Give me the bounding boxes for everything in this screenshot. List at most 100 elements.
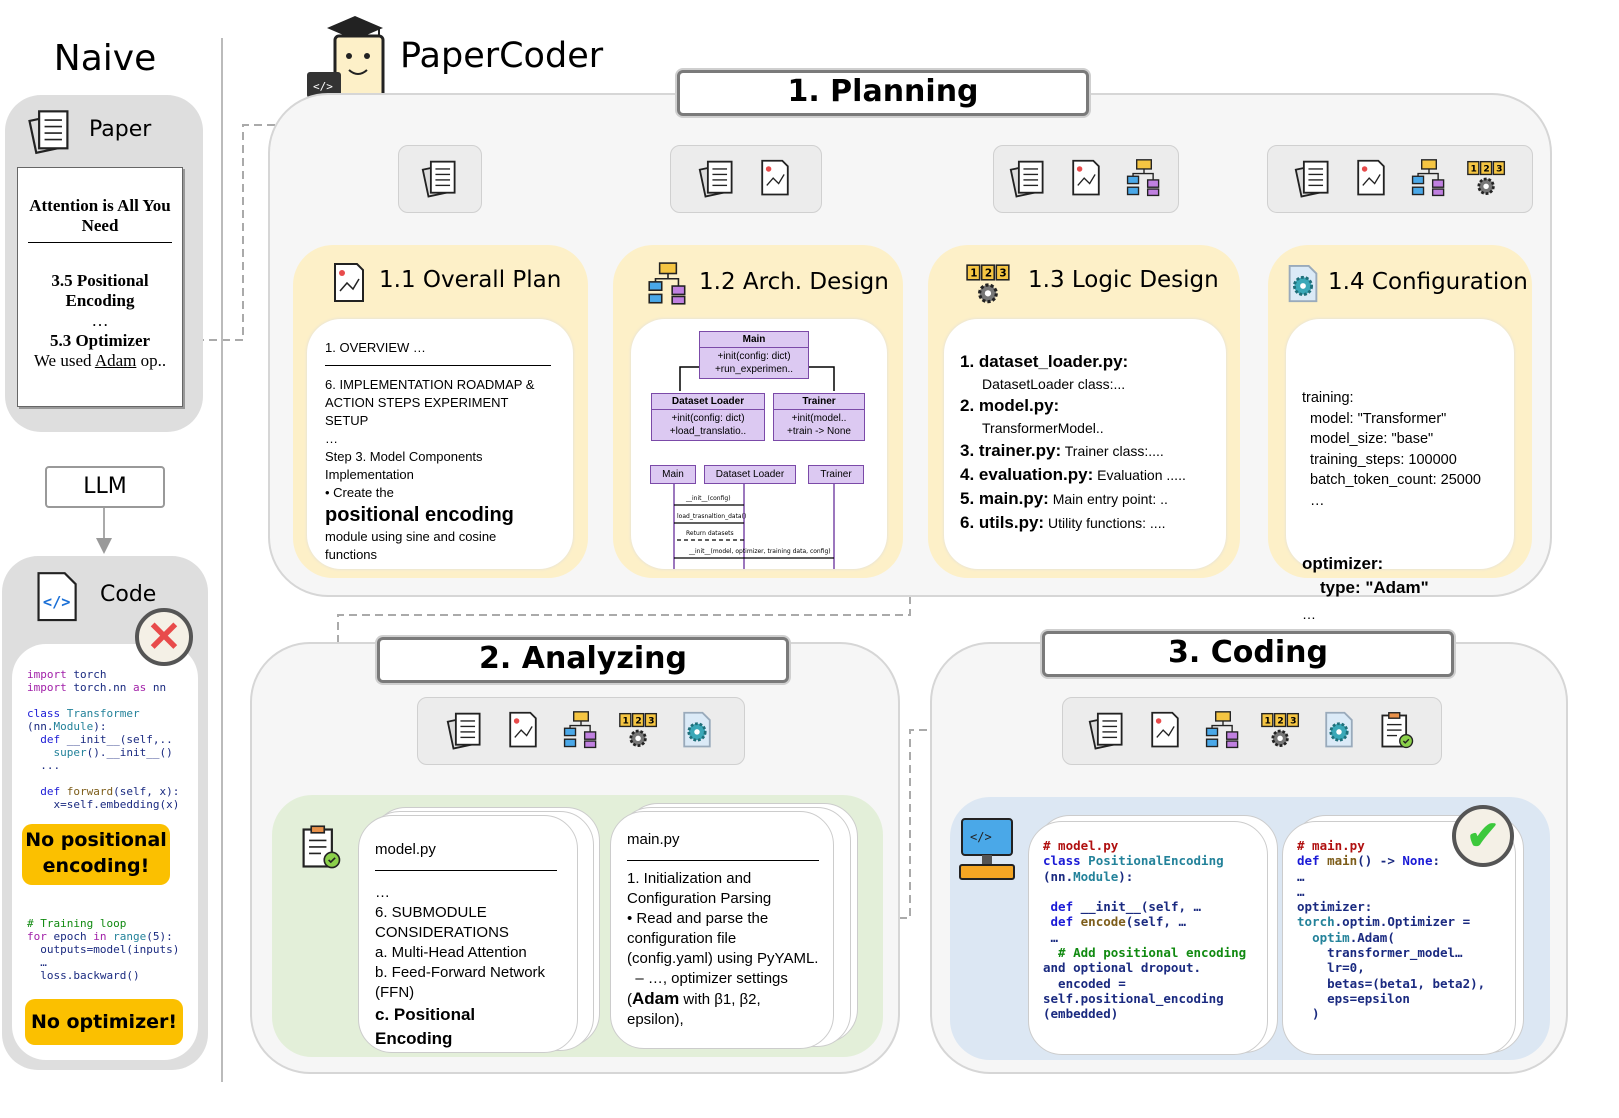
- config-optimizer-key: optimizer:: [1302, 554, 1384, 573]
- plan-line: • Create the: [325, 485, 394, 500]
- logic-file: trainer.py:: [978, 441, 1062, 460]
- svg-text:1: 1: [1265, 717, 1271, 727]
- logic-num: 6.: [960, 513, 975, 532]
- llm-box: LLM: [45, 466, 165, 508]
- paper-section: 5.3 Optimizer: [49, 331, 151, 350]
- logic-num: 5.: [960, 489, 975, 508]
- input-icons-1-2: [670, 145, 822, 213]
- svg-text:1: 1: [623, 717, 629, 727]
- code-line: optim.Adam(: [1312, 929, 1395, 945]
- class-method: +init(model..: [791, 413, 847, 424]
- uml-arrows: __init__(config)load_trasnaltion_data()R…: [673, 366, 835, 569]
- code-line: super().__init__(): [53, 746, 173, 759]
- computer-coding-icon: </>: [959, 818, 1015, 880]
- plan-icon: [754, 158, 796, 200]
- logic-file-item: 6. utils.py: Utility functions: ....: [960, 511, 1220, 535]
- svg-text:</>: </>: [43, 593, 71, 611]
- analysis-line: – …, optimizer settings: [627, 970, 788, 987]
- plan-line: Step 3. Model Components Implementation: [325, 449, 483, 482]
- paper-icon: [1086, 710, 1128, 752]
- paper-section: 3.5 Positional Encoding: [51, 271, 149, 310]
- overall-plan-section: 1.1 Overall Plan 1. OVERVIEW … 6. IMPLEM…: [293, 245, 588, 578]
- config-line: training_steps: 100000: [1302, 451, 1457, 468]
- config-ellipsis: …: [1302, 606, 1316, 622]
- plan-icon: [502, 710, 544, 752]
- config-yaml: training: model: "Transformer" model_siz…: [1302, 347, 1514, 552]
- code-line: # Add positional encoding: [1043, 945, 1247, 961]
- logic-num: 3.: [960, 441, 975, 460]
- code-line: ​: [1043, 884, 1267, 899]
- logic-file: model.py:: [978, 396, 1060, 415]
- code-line: …: [1297, 868, 1305, 884]
- code-line: optimizer:: [1297, 899, 1373, 915]
- model-analysis-card: model.py … 6. SUBMODULE CONSIDERATIONS a…: [358, 815, 578, 1053]
- sequence-actor: Main: [650, 465, 696, 484]
- code-line: import torch: [27, 668, 107, 681]
- logic-design-card: 1. dataset_loader.py:DatasetLoader class…: [944, 319, 1226, 569]
- arch-design-title: 1.2 Arch. Design: [699, 269, 889, 295]
- architecture-icon: [1123, 158, 1165, 200]
- class-method: +load_translatio..: [669, 426, 747, 437]
- code-line: def forward(self, x):: [40, 785, 180, 798]
- plan-line: 6. IMPLEMENTATION ROADMAP & ACTION STEPS…: [325, 377, 535, 428]
- paper-icon: [444, 710, 486, 752]
- svg-text:</>: </>: [970, 830, 992, 844]
- plan-icon: [1350, 158, 1392, 200]
- success-check-icon: ✔: [1452, 805, 1514, 867]
- input-icons-1-1: [398, 145, 482, 213]
- plan-line: 1. OVERVIEW …: [325, 339, 551, 366]
- code-line: # main.py: [1297, 838, 1365, 853]
- config-line: batch_token_count: 25000: [1302, 472, 1481, 488]
- no-optimizer-callout: No optimizer!: [25, 999, 183, 1045]
- checklist-icon: [296, 823, 346, 873]
- code-line: …: [27, 956, 47, 969]
- architecture-icon: [1408, 158, 1450, 200]
- code-line: ​: [27, 694, 179, 707]
- configuration-title: 1.4 Configuration: [1328, 269, 1528, 295]
- logic-num: 1.: [960, 352, 975, 371]
- code-line: loss.backward(): [27, 969, 140, 982]
- uml-class-trainer: Trainer+init(model..+train -> None: [773, 393, 865, 441]
- code-line: …: [1297, 883, 1305, 899]
- svg-text:2: 2: [985, 268, 992, 280]
- uml-class-dataset-loader: Dataset Loader+init(config: dict)+load_t…: [651, 393, 765, 441]
- svg-text:2: 2: [1483, 165, 1489, 175]
- code-line: and optional dropout.: [1043, 960, 1202, 976]
- class-method: +run_experimen..: [714, 364, 794, 375]
- analysis-file-name: main.py: [627, 830, 819, 861]
- paper-label: Paper: [89, 117, 152, 142]
- logic-desc: Trainer class:....: [1064, 443, 1164, 459]
- svg-text:</>: </>: [313, 80, 333, 93]
- code-line: x=self.embedding(x): [27, 798, 180, 811]
- paper-document: Attention is All You Need 3.5 Positional…: [17, 167, 183, 407]
- svg-text:3: 3: [1496, 165, 1502, 175]
- logic-file-item: 2. model.py:TransformerModel..: [960, 395, 1220, 439]
- svg-text:3: 3: [1290, 717, 1296, 727]
- seq-message: Return datasets: [686, 530, 734, 537]
- text: with β1, β2, epsilon),: [627, 991, 761, 1028]
- svg-text:1: 1: [1471, 165, 1477, 175]
- logic-file: evaluation.py:: [978, 465, 1094, 484]
- architecture-icon: [1202, 710, 1244, 752]
- analysis-line: 1. Initialization and Configuration Pars…: [627, 870, 772, 907]
- analysis-line: • Read and parse the configuration file …: [627, 910, 819, 967]
- adam-mention: Adam: [94, 351, 137, 370]
- config-line: training:: [1302, 390, 1354, 406]
- seq-message: load_trasnaltion_data(): [677, 513, 746, 520]
- code-line: eps=epsilon: [1297, 990, 1410, 1006]
- sequence-actor: Dataset Loader: [704, 465, 796, 484]
- logic-file: dataset_loader.py:: [978, 352, 1129, 371]
- analysis-highlight: c. Positional Encoding: [375, 1005, 476, 1048]
- paper-icon: [696, 158, 738, 200]
- class-method: +init(config: dict): [671, 413, 745, 424]
- analysis-line: b. Feed-Forward Network (FFN): [375, 964, 546, 1001]
- code-line: torch.optim.Optimizer =: [1297, 914, 1471, 930]
